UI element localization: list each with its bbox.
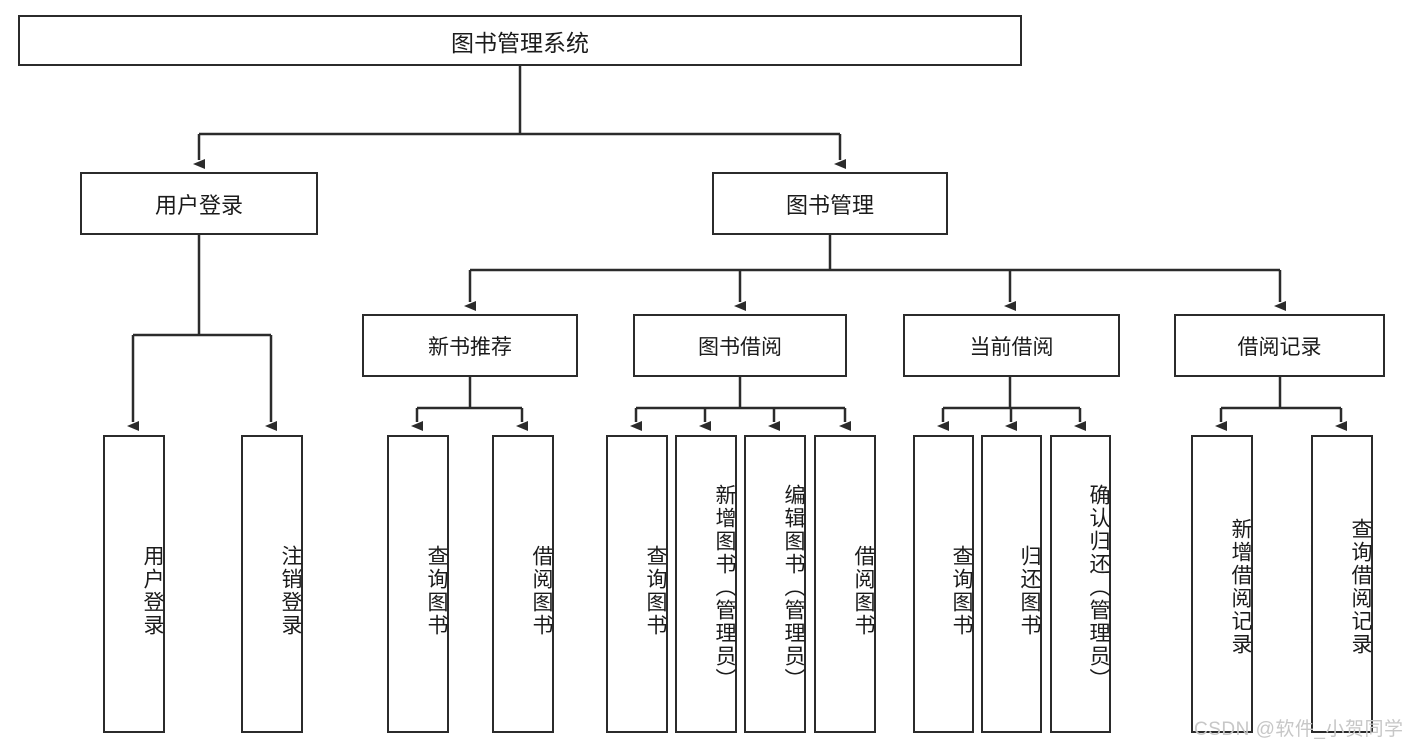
- leaf-recommend-query-book[interactable]: 查询图书: [387, 435, 449, 733]
- node-label: 注销登录: [279, 545, 302, 637]
- node-current-borrow[interactable]: 当前借阅: [903, 314, 1120, 377]
- leaf-borrow-borrow-book[interactable]: 借阅图书: [814, 435, 876, 733]
- node-label: 归还图书: [1018, 545, 1041, 637]
- leaf-current-confirm-return-admin[interactable]: 确认归还（管理员）: [1050, 435, 1111, 733]
- node-label: 当前借阅: [969, 335, 1054, 359]
- leaf-borrow-edit-book-admin[interactable]: 编辑图书（管理员）: [744, 435, 806, 733]
- node-label: 新增借阅记录: [1229, 518, 1252, 656]
- node-borrow-record[interactable]: 借阅记录: [1174, 314, 1385, 377]
- node-root-system[interactable]: 图书管理系统: [18, 15, 1022, 66]
- leaf-borrow-query-book[interactable]: 查询图书: [606, 435, 668, 733]
- csdn-watermark: CSDN @软件_小贺同学: [1194, 719, 1404, 740]
- node-label: 用户登录: [141, 545, 164, 637]
- leaf-current-query-book[interactable]: 查询图书: [913, 435, 974, 733]
- node-label: 新书推荐: [428, 335, 512, 359]
- node-user-login[interactable]: 用户登录: [80, 172, 318, 235]
- node-label: 借阅图书: [852, 545, 875, 637]
- node-label: 新增图书（管理员）: [713, 483, 736, 691]
- leaf-current-return-book[interactable]: 归还图书: [981, 435, 1042, 733]
- node-book-management[interactable]: 图书管理: [712, 172, 948, 235]
- node-label: 图书管理: [785, 192, 874, 218]
- node-label: 查询图书: [425, 545, 448, 637]
- node-new-book-recommend[interactable]: 新书推荐: [362, 314, 578, 377]
- node-label: 确认归还（管理员）: [1087, 483, 1110, 691]
- node-label: 图书借阅: [698, 335, 782, 359]
- node-label: 借阅记录: [1237, 335, 1322, 359]
- leaf-record-query-borrow-record[interactable]: 查询借阅记录: [1311, 435, 1373, 733]
- leaf-recommend-borrow-book[interactable]: 借阅图书: [492, 435, 554, 733]
- node-label: 借阅图书: [530, 545, 553, 637]
- node-book-borrow[interactable]: 图书借阅: [633, 314, 847, 377]
- leaf-user-login-signout[interactable]: 注销登录: [241, 435, 303, 733]
- node-label: 查询图书: [950, 545, 973, 637]
- leaf-borrow-add-book-admin[interactable]: 新增图书（管理员）: [675, 435, 737, 733]
- node-label: 编辑图书（管理员）: [782, 483, 805, 691]
- node-label: 图书管理系统: [451, 29, 589, 56]
- leaf-record-add-borrow-record[interactable]: 新增借阅记录: [1191, 435, 1253, 733]
- leaf-user-login-signin[interactable]: 用户登录: [103, 435, 165, 733]
- node-label: 用户登录: [154, 192, 243, 218]
- node-label: 查询图书: [644, 545, 667, 637]
- node-label: 查询借阅记录: [1349, 518, 1372, 656]
